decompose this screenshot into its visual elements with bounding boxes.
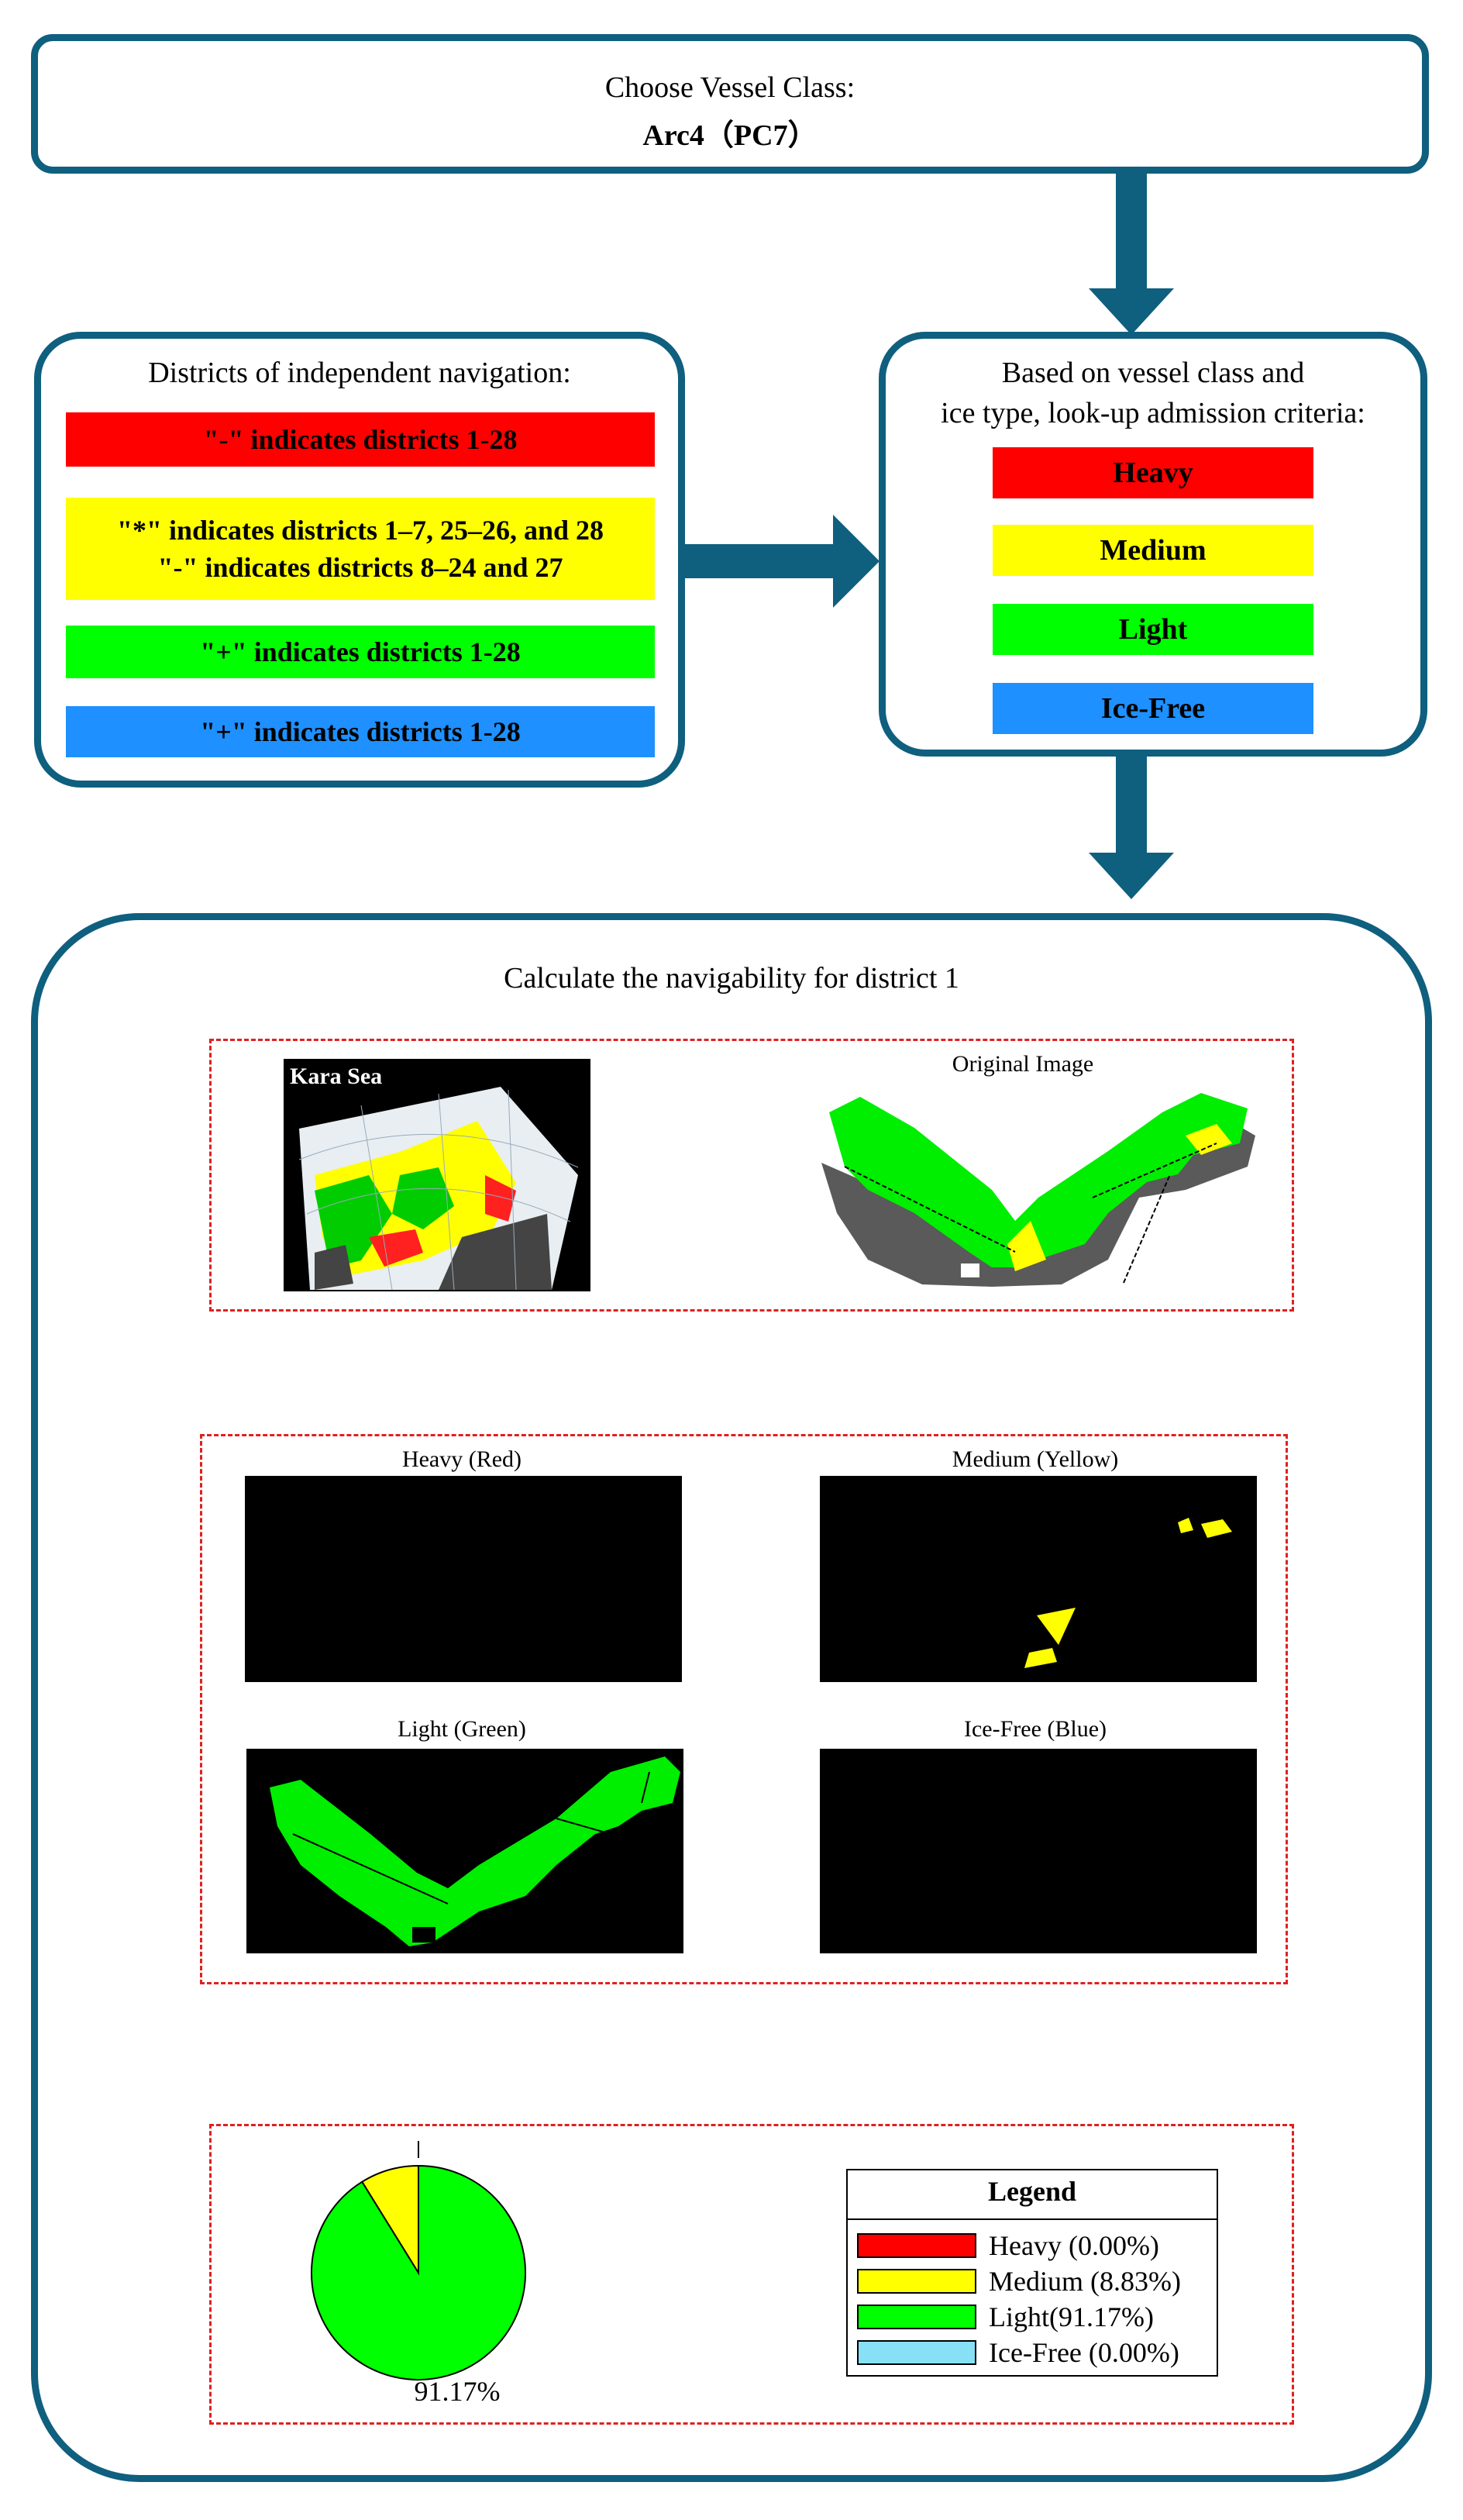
light-ice-shapes (270, 1756, 680, 1946)
legend-item-heavy: Heavy (0.00%) (857, 2229, 1159, 2262)
panel-medium (820, 1476, 1257, 1682)
district-row-light: "+" indicates districts 1-28 (66, 626, 655, 678)
panel-heavy-label: Heavy (Red) (401, 1446, 522, 1472)
vessel-class-value: Arc4（PC7） (642, 119, 818, 152)
pie-slices (311, 2164, 526, 2380)
calculation-title: Calculate the navigability for district … (504, 962, 959, 995)
legend-label-icefree: Ice-Free (0.00%) (989, 2337, 1179, 2368)
legend-box: Legend Heavy (0.00%) Medium (8.83%) Ligh… (846, 2169, 1218, 2377)
district-row-medium-text-1: "*" indicates districts 1–7, 25–26, and … (117, 515, 604, 546)
legend-item-light: Light(91.17%) (857, 2301, 1154, 2333)
criteria-heavy-label: Heavy (1113, 457, 1193, 489)
criteria-icefree-label: Ice-Free (1100, 692, 1206, 725)
original-district-image (821, 1093, 1255, 1287)
district-row-icefree-text: "+" indicates districts 1-28 (200, 716, 521, 747)
legend-label-light: Light(91.17%) (989, 2301, 1154, 2332)
original-image-label: Original Image (952, 1051, 1094, 1077)
criteria-light: Light (993, 604, 1313, 655)
arrow-criteria-to-calc (1116, 757, 1147, 859)
criteria-icefree: Ice-Free (993, 683, 1313, 734)
criteria-title-line2: ice type, look-up admission criteria: (941, 397, 1365, 429)
criteria-medium-label: Medium (1100, 534, 1207, 567)
vessel-class-heading: Choose Vessel Class: (604, 71, 855, 104)
district-row-medium: "*" indicates districts 1–7, 25–26, and … (66, 498, 655, 600)
pie-percentage-label: 91.17% (414, 2376, 501, 2407)
legend-divider (848, 2218, 1217, 2220)
district-row-heavy: "-" indicates districts 1-28 (66, 412, 655, 467)
district-row-medium-text-2: "-" indicates districts 8–24 and 27 (157, 552, 563, 583)
arrow-districts-to-criteria (682, 544, 837, 578)
result-region (209, 2124, 1294, 2425)
legend-item-icefree: Ice-Free (0.00%) (857, 2336, 1179, 2369)
panel-icefree-label: Ice-Free (Blue) (963, 1716, 1107, 1742)
criteria-heavy: Heavy (993, 447, 1313, 498)
criteria-medium: Medium (993, 525, 1313, 576)
legend-swatch-light (857, 2305, 976, 2329)
criteria-box: Based on vessel class and ice type, look… (879, 332, 1427, 757)
pie-slice-medium (360, 2164, 419, 2276)
district-row-icefree: "+" indicates districts 1-28 (66, 706, 655, 757)
arrow-districts-to-criteria-head (833, 515, 880, 608)
legend-swatch-icefree (857, 2340, 976, 2365)
criteria-title-line1: Based on vessel class and (1001, 357, 1305, 389)
panel-icefree (820, 1749, 1257, 1953)
panel-medium-label: Medium (Yellow) (952, 1446, 1119, 1472)
legend-title: Legend (987, 2176, 1076, 2207)
panel-light (246, 1749, 683, 1953)
kara-sea-map: Kara Sea (284, 1059, 590, 1291)
legend-label-heavy: Heavy (0.00%) (989, 2230, 1159, 2261)
legend-label-medium: Medium (8.83%) (989, 2266, 1181, 2297)
districts-title: Districts of independent navigation: (148, 357, 571, 389)
arrow-vessel-to-criteria-head (1089, 288, 1174, 335)
vessel-class-box: Choose Vessel Class: Arc4（PC7） (31, 34, 1429, 174)
criteria-light-label: Light (1118, 613, 1188, 646)
panel-heavy (245, 1476, 682, 1682)
navigability-pie-chart (311, 2141, 526, 2380)
legend-swatch-medium (857, 2269, 976, 2294)
district-row-heavy-text: "-" indicates districts 1-28 (203, 424, 518, 455)
split-panels-region (200, 1434, 1288, 1984)
districts-box: Districts of independent navigation: "-"… (34, 332, 685, 788)
legend-item-medium: Medium (8.83%) (857, 2265, 1181, 2298)
legend-swatch-heavy (857, 2233, 976, 2258)
kara-sea-map-graphic (298, 1087, 579, 1291)
arrow-vessel-to-criteria (1116, 169, 1147, 293)
original-image-region (209, 1039, 1294, 1312)
panel-light-label: Light (Green) (398, 1716, 526, 1742)
district-row-light-text: "+" indicates districts 1-28 (200, 636, 521, 667)
kara-sea-label: Kara Sea (290, 1064, 383, 1089)
arrow-criteria-to-calc-head (1089, 853, 1174, 899)
medium-ice-shapes (1024, 1518, 1232, 1668)
